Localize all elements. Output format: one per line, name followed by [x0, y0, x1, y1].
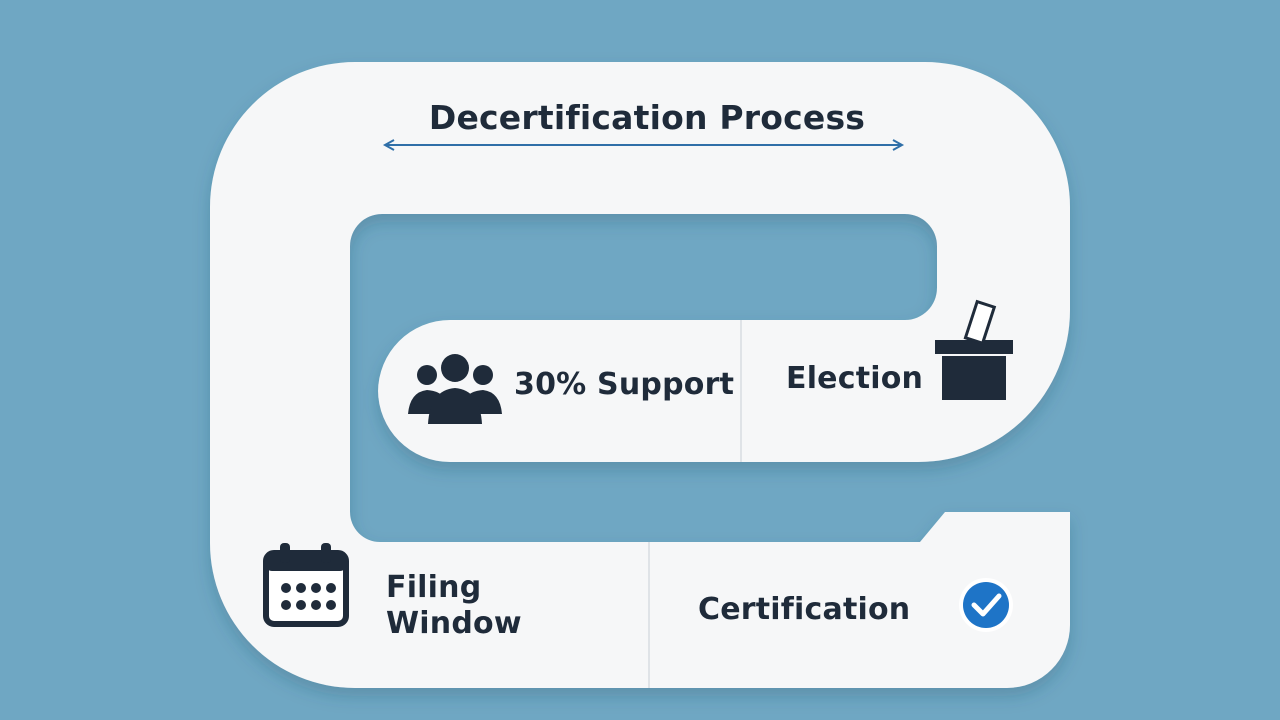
step-label-filing-line2: Window	[386, 606, 522, 641]
calendar-icon	[263, 543, 349, 627]
check-circle-icon	[959, 578, 1013, 632]
step-label-election: Election	[786, 361, 924, 396]
step-label-support: 30% Support	[514, 367, 735, 402]
title-arrow	[382, 139, 905, 151]
ballot-box-icon	[935, 299, 1013, 400]
step-label-filing-window: Filing Window	[386, 570, 522, 642]
group-icon	[408, 354, 502, 424]
step-label-filing-line1: Filing	[386, 570, 482, 605]
process-track	[210, 62, 1070, 688]
diagram-title: Decertification Process	[428, 98, 866, 137]
step-label-certification: Certification	[698, 592, 911, 627]
